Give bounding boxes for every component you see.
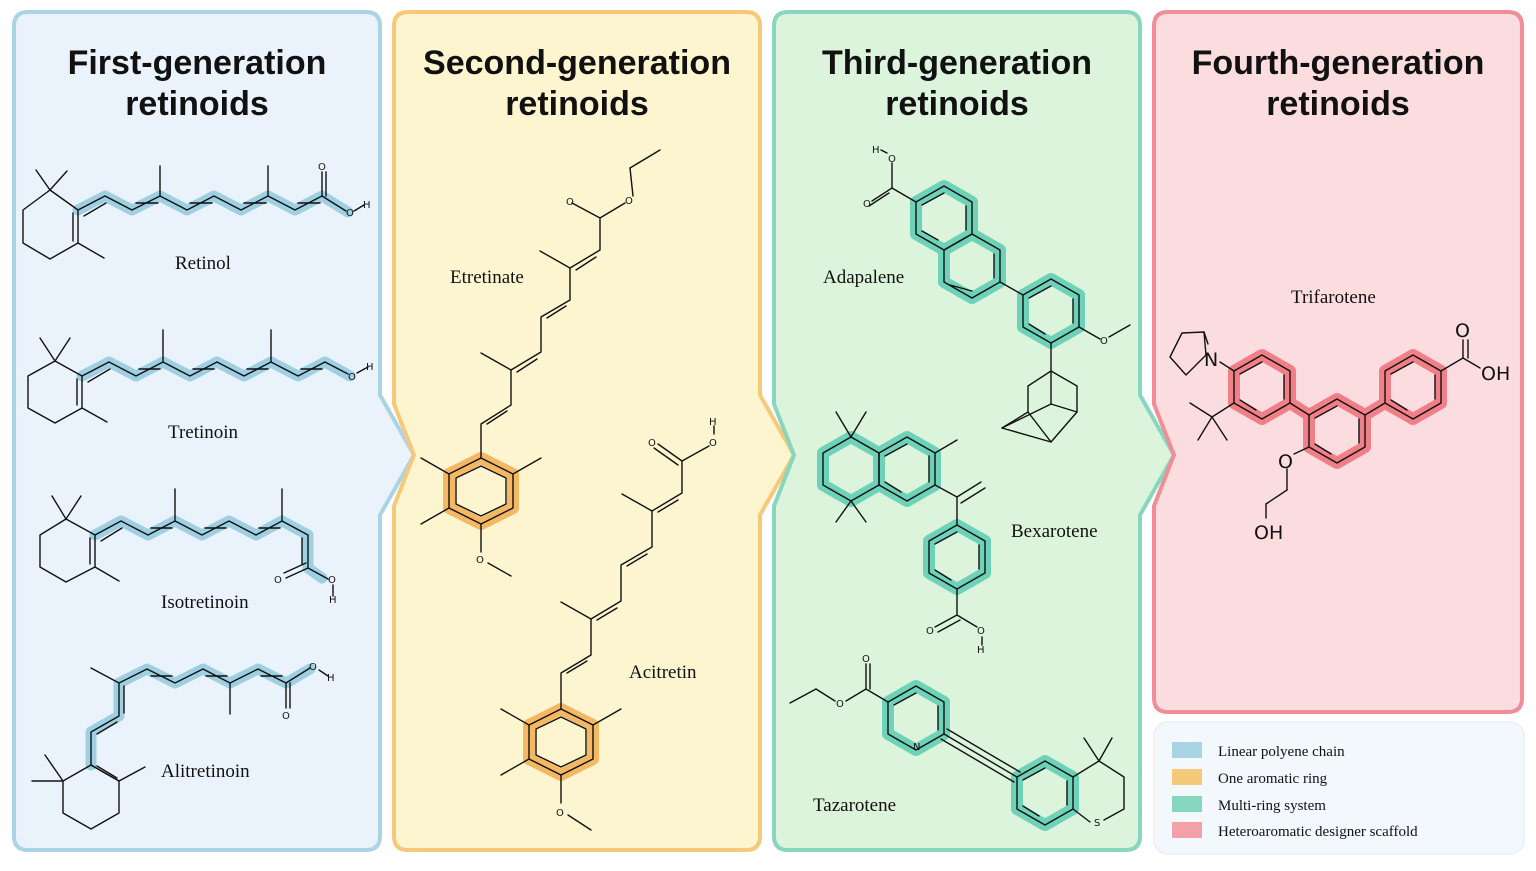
atom-s: S — [1094, 818, 1100, 829]
atom-o: O — [977, 626, 985, 637]
gen1-title-line1: First-generation — [68, 44, 327, 82]
structure-bexarotene: O O H Bexarotene — [817, 411, 1098, 656]
atom-o: O — [863, 199, 871, 210]
atom-o: O — [836, 699, 844, 710]
gen4-title-line1: Fourth-generation — [1192, 44, 1485, 82]
label-retinol: Retinol — [175, 253, 231, 274]
atom-o: O — [556, 808, 564, 819]
atom-oh: OH — [1254, 522, 1283, 544]
atom-n: N — [913, 742, 920, 753]
legend-label-polyene: Linear polyene chain — [1218, 744, 1345, 760]
gen1-title-line2: retinoids — [125, 85, 269, 123]
legend-label-aromatic: One aromatic ring — [1218, 771, 1328, 787]
legend-label-heteroaromatic: Heteroaromatic designer scaffold — [1218, 824, 1418, 840]
atom-o: O — [346, 208, 354, 219]
atom-o: O — [709, 438, 717, 449]
atom-o: O — [476, 555, 484, 566]
atom-oh: OH — [1481, 363, 1510, 385]
atom-o: O — [282, 711, 290, 722]
atom-o: O — [1100, 336, 1108, 347]
structure-acitretin: O O H O Acitretin — [500, 417, 717, 831]
panel-gen4 — [1152, 10, 1524, 714]
label-bexarotene: Bexarotene — [1011, 521, 1098, 542]
legend-swatch-multiring — [1172, 796, 1202, 812]
gen3-title-line2: retinoids — [885, 85, 1029, 123]
atom-o: O — [625, 196, 633, 207]
atom-h: H — [329, 595, 337, 606]
atom-h: H — [366, 362, 374, 373]
structure-tretinoin: O H Tretinoin — [27, 329, 374, 443]
panel-gen2 — [392, 10, 797, 852]
structure-alitretinoin: O O H Alitretinoin — [31, 662, 335, 830]
atom-h: H — [872, 145, 880, 156]
gen2-title-line2: retinoids — [505, 85, 649, 123]
label-tretinoin: Tretinoin — [168, 422, 239, 443]
atom-o: O — [348, 372, 356, 383]
label-etretinate: Etretinate — [450, 267, 524, 288]
label-alitretinoin: Alitretinoin — [161, 761, 250, 782]
label-isotretinoin: Isotretinoin — [161, 592, 249, 613]
atom-o: O — [274, 575, 282, 586]
atom-h: H — [709, 417, 717, 428]
atom-o: O — [888, 154, 896, 165]
label-acitretin: Acitretin — [629, 662, 697, 683]
gen2-title-line1: Second-generation — [423, 44, 731, 82]
atom-o: O — [309, 662, 317, 673]
label-tazarotene: Tazarotene — [813, 795, 896, 816]
structure-adapalene: O O H O Adapalene — [823, 145, 1131, 443]
atom-o: O — [328, 575, 336, 586]
panel-gen1 — [12, 10, 417, 852]
legend-swatch-heteroaromatic — [1172, 822, 1202, 838]
atom-h: H — [327, 673, 335, 684]
atom-o: O — [926, 626, 934, 637]
legend-swatch-polyene — [1172, 742, 1202, 758]
legend-label-multiring: Multi-ring system — [1218, 798, 1326, 814]
gen3-title-line1: Third-generation — [822, 44, 1092, 82]
atom-o: O — [1278, 451, 1293, 473]
atom-o: O — [1455, 320, 1470, 342]
atom-n: N — [1204, 349, 1218, 371]
structure-etretinate: O O O Etretinate — [420, 149, 661, 577]
structure-retinol: O O H Retinol — [22, 162, 371, 274]
gen4-title-line2: retinoids — [1266, 85, 1410, 123]
structure-trifarotene: N O OH O OH Trifarotene — [1169, 287, 1510, 544]
structure-isotretinoin: O O H Isotretinoin — [39, 488, 337, 613]
atom-o: O — [648, 438, 656, 449]
atom-o: O — [566, 197, 574, 208]
atom-h: H — [363, 200, 371, 211]
legend: Linear polyene chain One aromatic ring M… — [1153, 721, 1525, 855]
label-adapalene: Adapalene — [823, 267, 904, 288]
legend-swatch-aromatic — [1172, 769, 1202, 785]
label-trifarotene: Trifarotene — [1291, 287, 1376, 308]
atom-o: O — [318, 162, 326, 173]
panel-gen3 — [772, 10, 1177, 852]
atom-o: O — [862, 654, 870, 665]
atom-h: H — [977, 645, 985, 656]
structure-tazarotene: O O N S Tazarotene — [789, 654, 1125, 831]
